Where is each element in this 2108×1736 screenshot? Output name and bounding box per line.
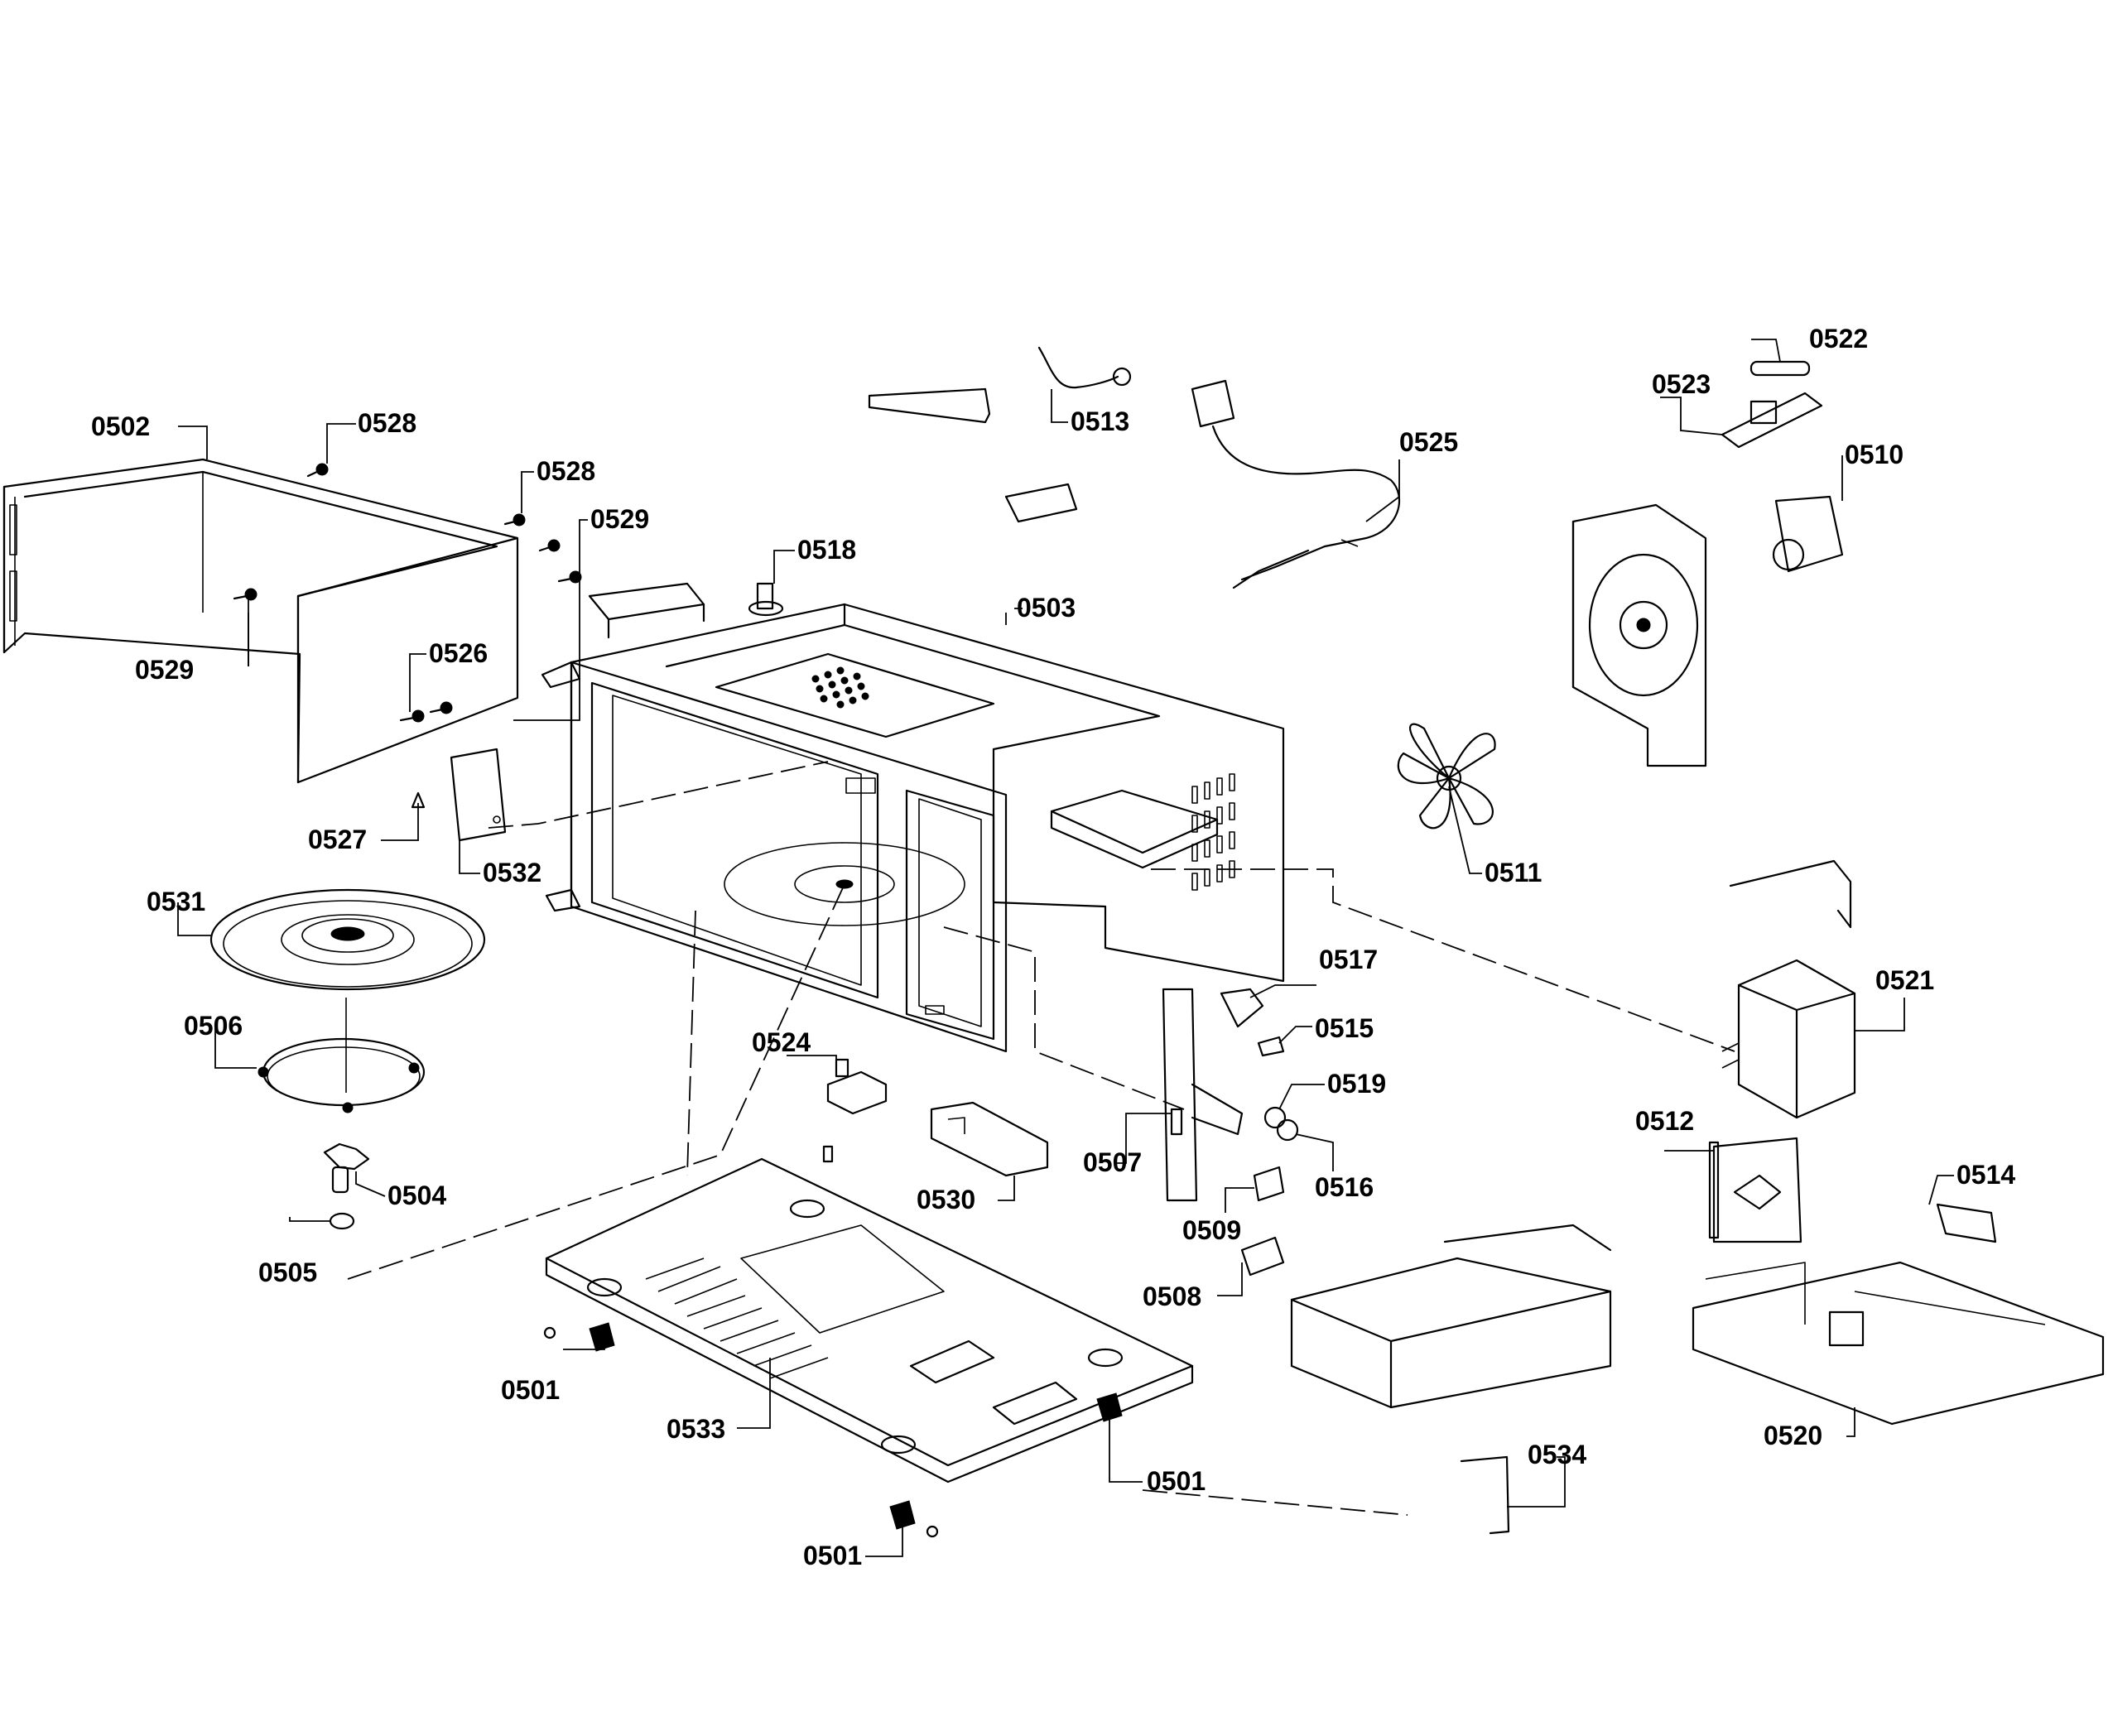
callout-0513: 0513: [1071, 406, 1129, 436]
callout-0520: 0520: [1764, 1421, 1822, 1450]
callout-0526: 0526: [429, 638, 488, 668]
part-outer-cabinet: [2, 458, 519, 784]
callout-0511: 0511: [1485, 858, 1542, 887]
callout-0512: 0512: [1635, 1106, 1694, 1136]
part-power-cord: [1191, 379, 1401, 589]
callout-0534: 0534: [1528, 1440, 1586, 1469]
callout-0514: 0514: [1956, 1160, 2015, 1190]
callout-0522: 0522: [1809, 324, 1868, 353]
callout-0530: 0530: [917, 1185, 975, 1214]
callout-0529-a: 0529: [590, 504, 649, 534]
callout-0505: 0505: [258, 1258, 317, 1287]
part-main-cavity: [541, 582, 1285, 1053]
part-roller-ring: [257, 998, 426, 1113]
callout-0507: 0507: [1083, 1147, 1142, 1177]
assembly-dashed-lines: [347, 761, 1735, 1516]
part-lower-chassis: [1290, 1224, 1612, 1535]
callout-0533: 0533: [667, 1414, 725, 1444]
part-fan-housing: [1571, 495, 1844, 767]
callout-0502: 0502: [91, 411, 150, 441]
part-base-plate: [545, 1157, 1194, 1484]
part-small-bracket: [748, 582, 784, 617]
part-turntable-tray: [209, 888, 486, 991]
callout-0519: 0519: [1327, 1069, 1386, 1099]
part-sensor-cable: [868, 346, 1132, 523]
part-feet: [543, 1322, 1123, 1538]
callout-0516: 0516: [1315, 1172, 1374, 1202]
callout-0503: 0503: [1017, 593, 1076, 623]
callout-0521: 0521: [1875, 965, 1934, 995]
callout-0508: 0508: [1143, 1282, 1201, 1311]
callout-0501-c: 0501: [803, 1541, 862, 1570]
callout-0532: 0532: [483, 858, 541, 887]
part-cabinet-screws: [233, 463, 582, 723]
part-switch-bracket: [930, 1101, 1049, 1177]
callout-0501-b: 0501: [1147, 1466, 1206, 1496]
callout-0524: 0524: [752, 1027, 811, 1057]
callout-0529-b: 0529: [135, 655, 194, 685]
callout-0509: 0509: [1182, 1215, 1241, 1245]
callout-0528-a: 0528: [358, 408, 416, 438]
part-turntable-motor: [822, 1058, 888, 1163]
callout-0504: 0504: [387, 1181, 446, 1210]
callout-0506: 0506: [184, 1011, 243, 1041]
callout-labels: 0502 0528 0528 0529 0529 0526 0527 0532 …: [91, 324, 2015, 1570]
callout-0515: 0515: [1315, 1013, 1374, 1043]
part-fan-blade: [1397, 723, 1496, 830]
callout-0523: 0523: [1652, 369, 1711, 399]
part-door-switches: [1162, 988, 1299, 1277]
leader-lines: [177, 339, 1954, 1557]
callout-0531: 0531: [147, 887, 205, 916]
callout-0510: 0510: [1845, 440, 1903, 469]
part-electronics: [1692, 1137, 2105, 1426]
callout-0528-b: 0528: [537, 456, 595, 486]
callout-0517: 0517: [1319, 945, 1378, 974]
part-clip-and-cover: [411, 748, 507, 842]
callout-0527: 0527: [308, 825, 367, 854]
part-magnetron: [1721, 859, 1856, 1119]
callout-0518: 0518: [797, 535, 856, 565]
part-fuse-and-filter: [1721, 360, 1823, 449]
callout-0525: 0525: [1399, 427, 1458, 457]
callout-0501-a: 0501: [501, 1375, 560, 1405]
